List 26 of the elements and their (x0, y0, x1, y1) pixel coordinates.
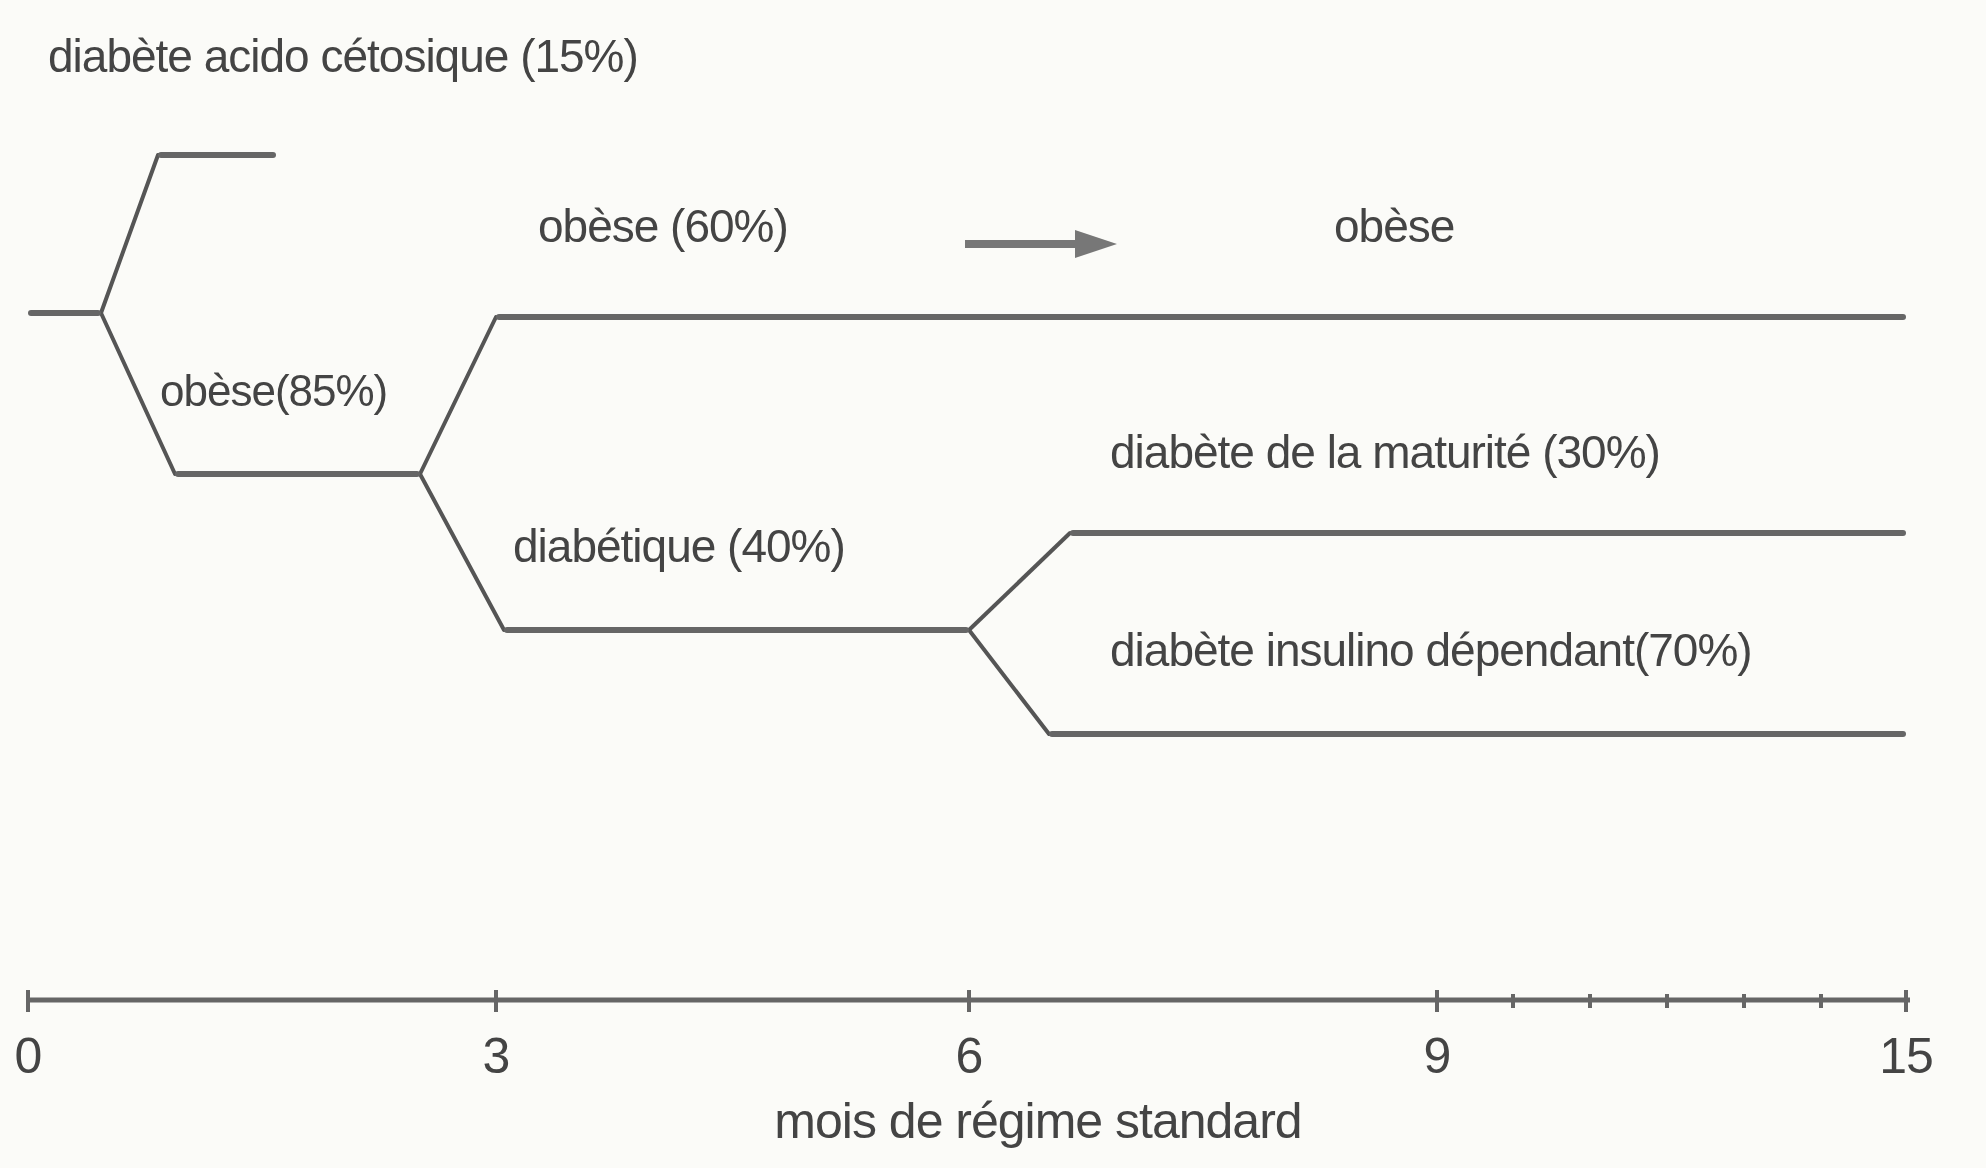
branch-label: diabète acido cétosique (15%) (48, 30, 638, 82)
axis-title: mois de régime standard (774, 1095, 1302, 1147)
timeline-bar (496, 314, 1906, 320)
timeline-bar (1070, 530, 1906, 536)
tick-label: 6 (955, 1030, 983, 1082)
branch-label: diabète de la maturité (30%) (1110, 426, 1660, 478)
timeline-bar (175, 471, 420, 477)
tick-label: 0 (14, 1030, 42, 1082)
tick-label: 3 (482, 1030, 510, 1082)
timeline-bar (1049, 731, 1906, 737)
branch-label: obèse (1334, 200, 1455, 252)
tick-label: 15 (1879, 1030, 1933, 1082)
timeline-bar (158, 152, 276, 158)
branch-line (418, 472, 506, 632)
branch-label: obèse (60%) (538, 200, 788, 252)
branch-line (967, 628, 1051, 736)
timeline-bar (28, 310, 101, 316)
branch-line (967, 531, 1072, 632)
tick-label: 9 (1423, 1030, 1451, 1082)
branch-line (418, 315, 498, 476)
branch-label: diabétique (40%) (513, 520, 845, 572)
timeline-bar (504, 627, 969, 633)
branch-line (99, 311, 177, 476)
branch-label: diabète insulino dépendant(70%) (1110, 624, 1752, 676)
branch-line (99, 153, 160, 315)
branch-label: obèse(85%) (160, 365, 388, 417)
